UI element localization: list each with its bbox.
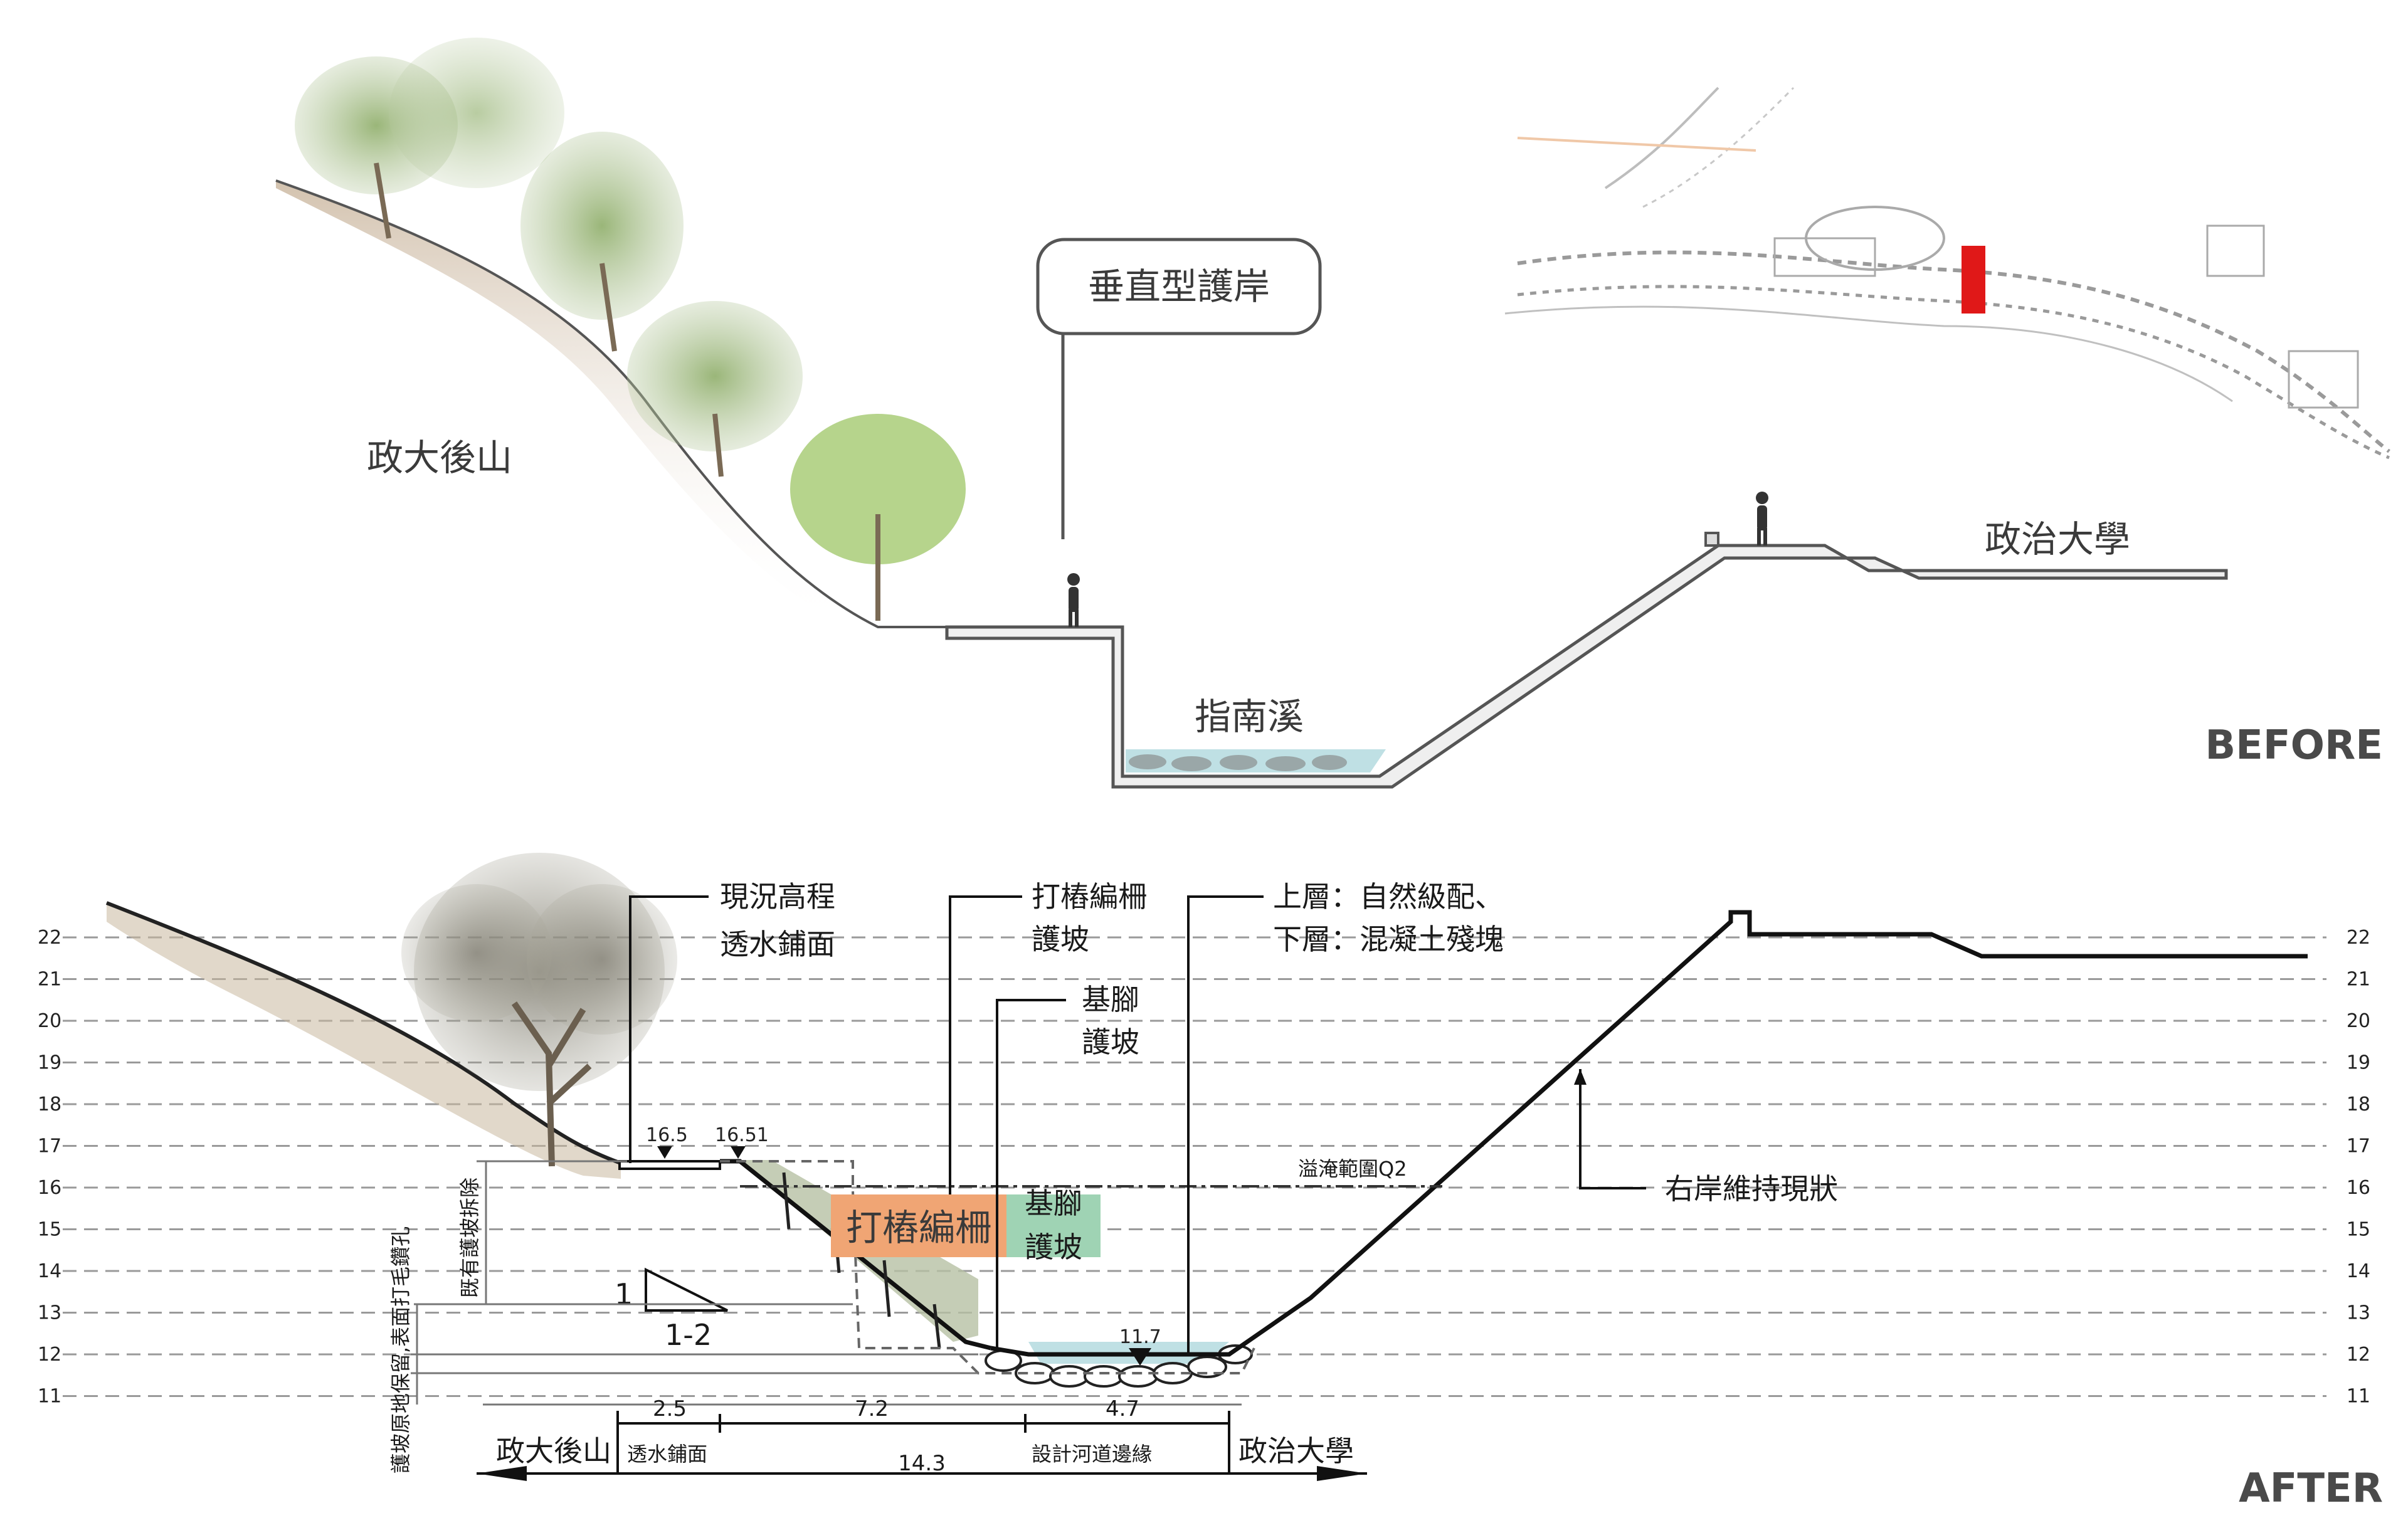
elev-tick-right-17: 17	[2347, 1136, 2370, 1157]
before-section: 垂直型護岸 政大後山 指南溪 政治大學 BEFORE	[275, 38, 2395, 789]
elevation-grid: 22 22 21 21 20 20 19 19 18 18 17 17 16 16 15 15 14 14 13 13…	[38, 927, 2370, 1408]
zone-pave: 透水鋪面	[627, 1442, 707, 1466]
callout-layer-top: 上層：自然級配、	[1273, 880, 1504, 914]
after-section: 22 22 21 21 20 20 19 19 18 18 17 17 16 16 15 15 14 14 13 13…	[38, 853, 2383, 1512]
elev-tick-left-17: 17	[38, 1136, 61, 1157]
dim-arrow-right	[1317, 1466, 1367, 1481]
level-11-7: 11.7	[1119, 1326, 1161, 1348]
leader-lines	[629, 895, 1646, 1354]
before-stream-label: 指南溪	[1195, 695, 1304, 738]
zone-channel: 設計河道邊緣	[1032, 1442, 1152, 1466]
before-channel-outline	[945, 544, 2228, 789]
elev-tick-right-14: 14	[2347, 1260, 2370, 1282]
orange-tag	[831, 1194, 1006, 1257]
flood-label: 溢淹範圍Q2	[1298, 1157, 1407, 1181]
elev-tick-right-21: 21	[2347, 969, 2370, 991]
level-16-51: 16.51	[715, 1124, 769, 1146]
original-revetment-dashed	[720, 1160, 1255, 1374]
note-remove: 既有護坡拆除	[458, 1178, 482, 1298]
elev-tick-right-22: 22	[2347, 927, 2370, 949]
before-rocks	[1129, 754, 1347, 771]
zone-right: 政治大學	[1238, 1434, 1354, 1468]
elev-tick-right-16: 16	[2347, 1177, 2370, 1199]
callout-right-bank: 右岸維持現狀	[1665, 1172, 1838, 1206]
before-callout-text: 垂直型護岸	[1088, 265, 1270, 308]
green-tag-text-1: 基腳	[1025, 1186, 1082, 1220]
zone-left: 政大後山	[496, 1434, 611, 1468]
before-right-label: 政治大學	[1985, 518, 2130, 561]
before-left-label: 政大後山	[367, 436, 512, 479]
elev-tick-left-11: 11	[38, 1386, 61, 1408]
dim-14-3: 14.3	[898, 1451, 946, 1476]
before-person-left	[1067, 573, 1080, 627]
location-marker	[1962, 246, 1985, 314]
after-hill-soil	[107, 903, 621, 1179]
elev-tick-right-15: 15	[2347, 1219, 2370, 1241]
level-markers: 16.5 16.51 11.7	[646, 1124, 1161, 1366]
slope-rise: 1	[615, 1277, 633, 1311]
elev-tick-left-13: 13	[38, 1302, 61, 1324]
elev-tick-left-20: 20	[38, 1010, 61, 1032]
green-tag-text-2: 護坡	[1025, 1230, 1082, 1264]
elev-tick-left-22: 22	[38, 927, 61, 949]
callout-pile-fence-1: 打樁編柵	[1032, 880, 1147, 914]
elev-tick-right-11: 11	[2347, 1386, 2370, 1408]
elev-tick-left-21: 21	[38, 969, 61, 991]
elev-tick-right-18: 18	[2347, 1094, 2370, 1115]
permeable-pavement	[618, 1160, 721, 1170]
elev-tick-left-15: 15	[38, 1219, 61, 1241]
before-right-post	[1704, 532, 1719, 547]
after-hill-line	[105, 901, 622, 1165]
callout-existing-elev: 現況高程	[720, 880, 835, 914]
note-keep: 護坡原地保留,表面打毛鑽孔	[389, 1226, 413, 1473]
vertical-dim-lines	[411, 1160, 1242, 1406]
callout-permeable-pave: 透水鋪面	[720, 927, 835, 961]
before-callout-box	[1036, 238, 1322, 335]
elev-tick-right-12: 12	[2347, 1344, 2370, 1366]
horizontal-dims	[477, 1411, 1367, 1475]
slope-run: 1-2	[665, 1318, 712, 1352]
green-tag	[1006, 1194, 1101, 1257]
after-channel-line	[990, 910, 2308, 1357]
dim-arrow-left	[477, 1466, 527, 1481]
orange-tag-text: 打樁編柵	[846, 1206, 991, 1249]
elev-tick-left-19: 19	[38, 1052, 61, 1074]
elev-tick-right-13: 13	[2347, 1302, 2370, 1324]
dim-7-2: 7.2	[855, 1396, 889, 1421]
before-trees	[295, 38, 966, 621]
after-tree	[401, 853, 677, 1167]
after-badge: AFTER	[2239, 1465, 2383, 1512]
callout-pile-fence-2: 護坡	[1032, 922, 1089, 956]
slope-triangle	[645, 1267, 728, 1312]
before-person-right	[1756, 492, 1768, 546]
elev-tick-right-19: 19	[2347, 1052, 2370, 1074]
callout-footing-2: 護坡	[1082, 1025, 1139, 1059]
location-map	[1499, 82, 2395, 460]
dim-4-7: 4.7	[1106, 1396, 1139, 1421]
elev-tick-left-16: 16	[38, 1177, 61, 1199]
elev-tick-left-12: 12	[38, 1344, 61, 1366]
callout-layer-bottom: 下層：混凝土殘塊	[1273, 922, 1504, 956]
level-16-5: 16.5	[646, 1124, 688, 1146]
dim-2-5: 2.5	[653, 1396, 687, 1421]
elev-tick-right-20: 20	[2347, 1010, 2370, 1032]
callout-footing-1: 基腳	[1082, 983, 1139, 1016]
elev-tick-left-18: 18	[38, 1094, 61, 1115]
elev-tick-left-14: 14	[38, 1260, 61, 1282]
before-badge: BEFORE	[2205, 722, 2383, 769]
right-bank-arrow	[1574, 1069, 1587, 1085]
